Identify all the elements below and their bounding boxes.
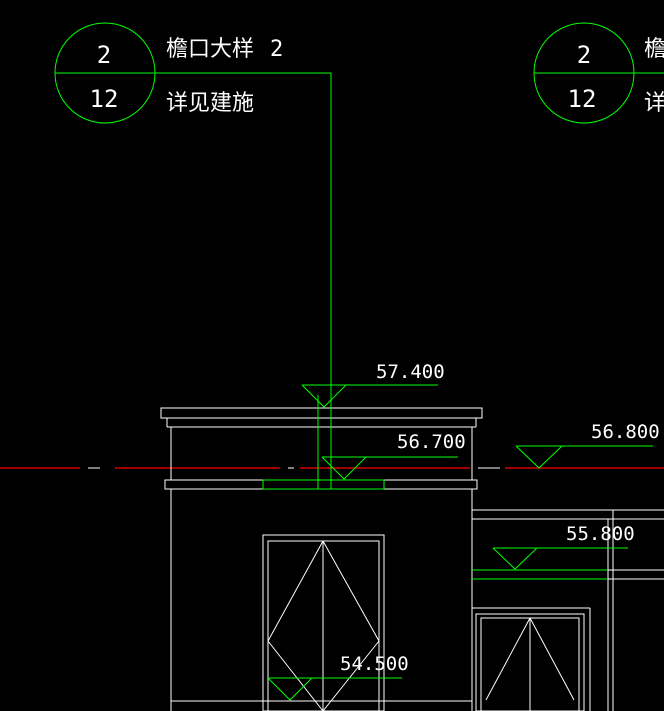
callout-1-bottom-number: 12 [90,85,119,113]
callout-1-reference: 详见建施 [166,91,254,116]
elevation-marker-56800 [515,445,653,469]
roof-slab [164,479,478,490]
parapet-cap [160,407,483,419]
elevation-label-57400: 57.400 [376,361,445,383]
elevation-label-54500: 54.500 [340,653,409,675]
elevation-marker-54500 [267,677,402,701]
callout-1-title: 檐口大样 [166,37,254,62]
annex-door-outer [475,613,585,711]
callout-1-title-number: 2 [270,37,283,62]
main-door-swing-left [267,540,324,711]
roof-slab-highlight [262,479,385,490]
callout-2-title: 檐 [644,37,664,62]
main-door-outer [262,534,385,711]
elevation-label-56700: 56.700 [397,431,466,453]
elevation-label-55800: 55.800 [566,523,635,545]
callout-2-reference: 详 [644,91,664,116]
callout-1-top-number: 2 [97,41,111,69]
building-outline [160,407,664,711]
annotation-layer [54,22,664,701]
annex-door-swing-right [529,617,575,701]
callout-2-bottom-number: 12 [568,85,597,113]
annex-door-swing-left [485,617,531,701]
elevation-label-56800: 56.800 [591,421,660,443]
main-door-swing-right [322,540,380,711]
elevation-marker-57400 [301,384,438,408]
elevation-marker-55800 [492,547,628,570]
callout-2-top-number: 2 [577,41,591,69]
elevation-marker-56700 [321,456,458,480]
